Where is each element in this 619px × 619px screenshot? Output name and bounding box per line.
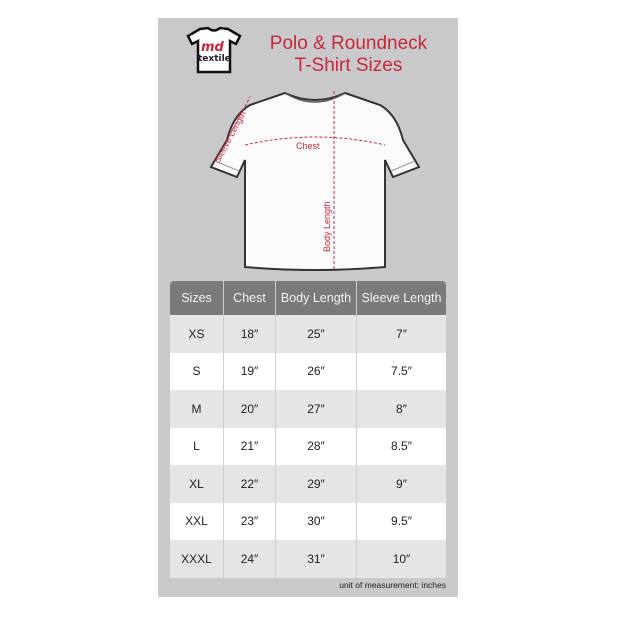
size-cell: S [170, 352, 224, 390]
chest-cell: 20″ [224, 390, 276, 428]
body-length-cell: 29″ [276, 465, 357, 503]
header-body-length: Body Length [276, 281, 357, 315]
logo-mark: md [201, 40, 224, 55]
body-length-cell: 25″ [276, 315, 357, 353]
page-title: Polo & Roundneck T-Shirt Sizes [246, 33, 451, 77]
body-length-label: Body Length [322, 201, 332, 252]
chest-cell: 22″ [224, 465, 276, 503]
tshirt-diagram [209, 91, 421, 271]
sleeve-length-cell: 9″ [396, 476, 407, 491]
chest-cell: 19″ [224, 352, 276, 390]
size-cell: M [170, 390, 224, 428]
sleeve-length-cell: 7″ [396, 326, 407, 341]
chest-label: Chest [296, 141, 320, 151]
chest-cell: 23″ [224, 502, 276, 540]
title-line-2: T-Shirt Sizes [294, 55, 403, 76]
logo-word: textile [198, 54, 231, 64]
size-cell: XXXL [170, 540, 224, 578]
header-chest: Chest [224, 281, 276, 315]
body-length-cell: 28″ [276, 427, 357, 465]
chest-cell: 21″ [224, 427, 276, 465]
sleeve-length-cell: 7.5″ [391, 364, 412, 379]
chest-cell: 24″ [224, 540, 276, 578]
sleeve-length-cell: 8.5″ [391, 439, 412, 454]
size-cell: XS [170, 315, 224, 353]
table-header: Sizes Chest Body Length Sleeve Length [170, 281, 446, 315]
header-sleeve-length: Sleeve Length [361, 291, 442, 305]
body-length-cell: 27″ [276, 390, 357, 428]
unit-note: unit of measurement: inches [339, 580, 446, 590]
sleeve-length-cell: 8″ [396, 401, 407, 416]
body-length-cell: 31″ [276, 540, 357, 578]
sleeve-length-cell: 9.5″ [391, 514, 412, 529]
sleeve-length-cell: 10″ [392, 551, 411, 566]
size-cell: XXL [170, 502, 224, 540]
size-cell: L [170, 427, 224, 465]
chest-cell: 18″ [224, 315, 276, 353]
title-line-1: Polo & Roundneck [269, 33, 428, 54]
body-length-cell: 26″ [276, 352, 357, 390]
tshirt-logo-icon [186, 26, 242, 74]
body-length-cell: 30″ [276, 502, 357, 540]
size-table: Sizes Chest Body Length Sleeve Length XS… [170, 281, 446, 578]
header-sizes: Sizes [170, 281, 224, 315]
size-cell: XL [170, 465, 224, 503]
